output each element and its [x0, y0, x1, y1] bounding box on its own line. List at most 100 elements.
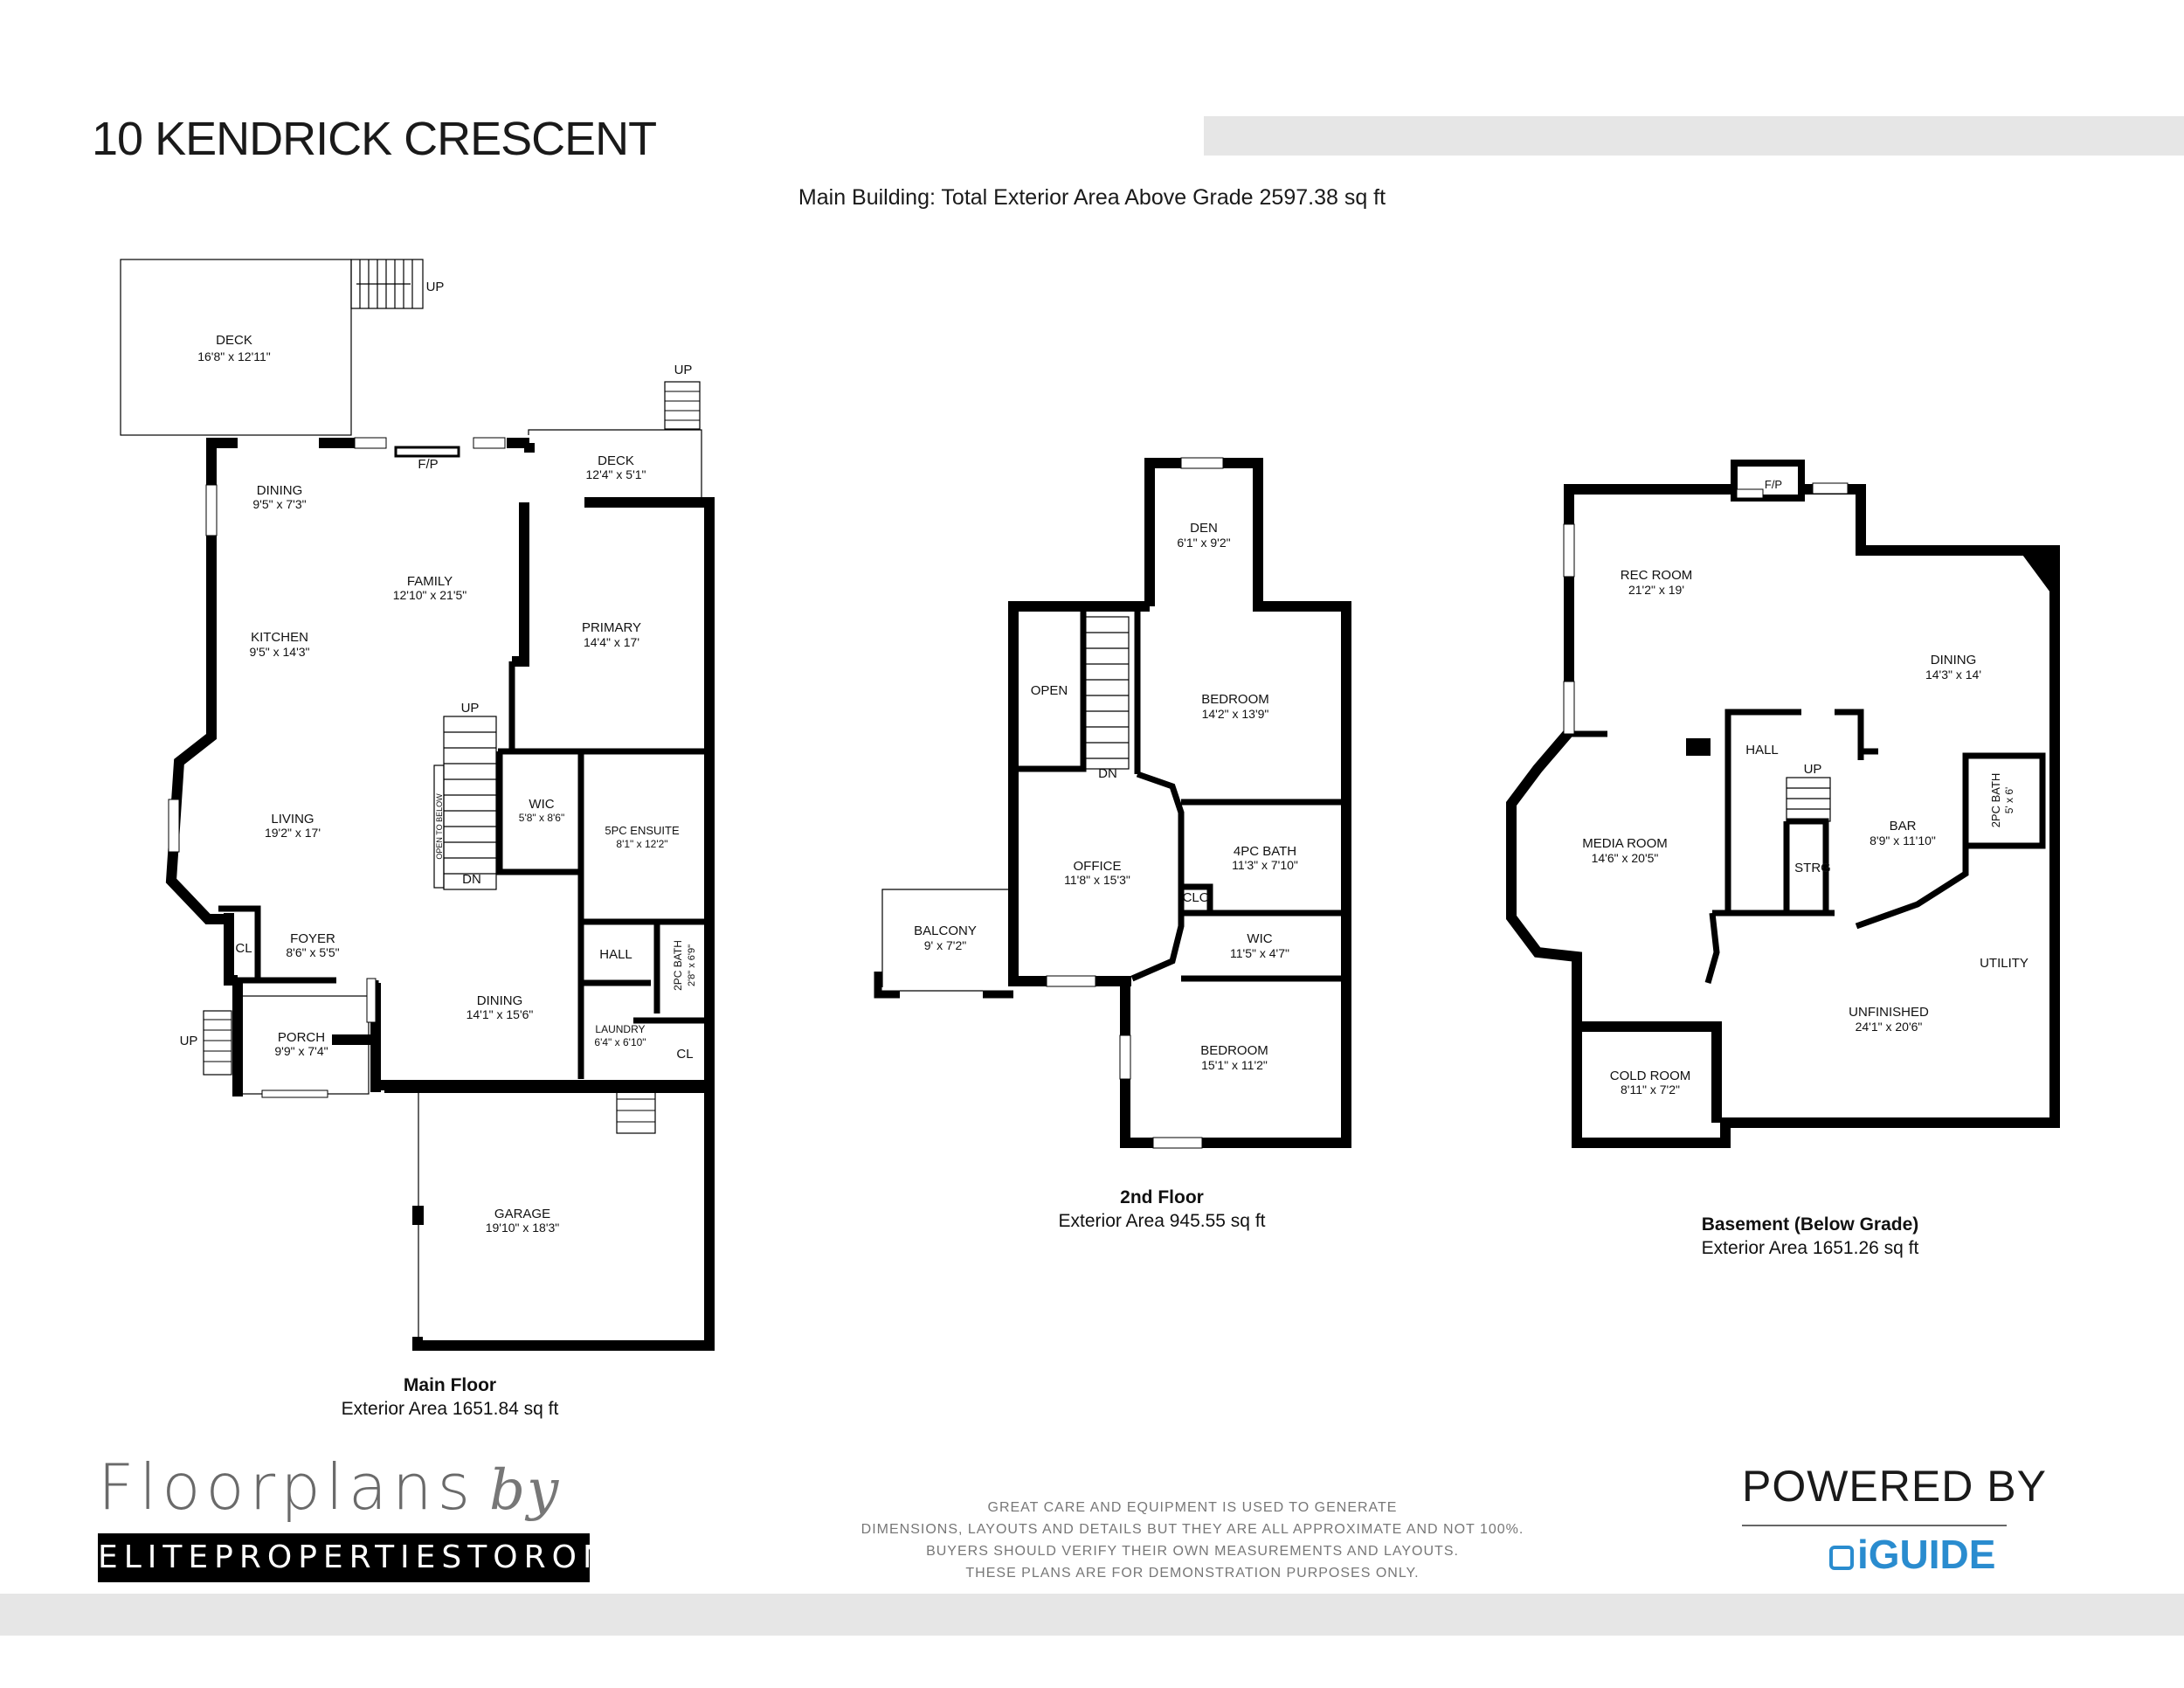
main-bath2-dim: 2'8" x 6'9" [687, 944, 697, 986]
iguide-logo: iGUIDE [1829, 1531, 1995, 1578]
main-cl2-name: CL [676, 1047, 693, 1062]
main-hall-name: HALL [599, 947, 632, 962]
main-porch-dim: 9'9" x 7'4" [274, 1044, 328, 1058]
main-foyer-name: FOYER [290, 931, 335, 946]
basement-cold-name: COLD ROOM [1610, 1069, 1691, 1083]
second-open-name: OPEN [1031, 683, 1068, 698]
page-title: 10 KENDRICK CRESCENT [92, 113, 657, 165]
main-floor-area: Exterior Area 1651.84 sq ft [342, 1399, 559, 1419]
main-dining1-name: DINING [257, 483, 303, 498]
disclaimer: GREAT CARE AND EQUIPMENT IS USED TO GENE… [786, 1497, 1599, 1584]
disclaimer-line: THESE PLANS ARE FOR DEMONSTRATION PURPOS… [965, 1566, 1420, 1581]
second-bath4-dim: 11'3" x 7'10" [1232, 858, 1298, 872]
second-bedroom2-dim: 15'1" x 11'2" [1201, 1058, 1268, 1072]
basement-rec-name: REC ROOM [1621, 568, 1693, 583]
total-area-subtitle: Main Building: Total Exterior Area Above… [798, 185, 1386, 210]
main-up-label-deck2: UP [674, 363, 693, 377]
basement-unfinished-dim: 24'1" x 20'6" [1856, 1020, 1923, 1034]
second-office-dim: 11'8" x 15'3" [1064, 873, 1130, 887]
main-family-dim: 12'10" x 21'5" [393, 588, 467, 602]
main-bath2-name: 2PC BATH [672, 940, 684, 991]
basement-hall-name: HALL [1745, 743, 1779, 758]
main-foyer-dim: 8'6" x 5'5" [286, 945, 339, 959]
disclaimer-line: DIMENSIONS, LAYOUTS AND DETAILS BUT THEY… [860, 1522, 1524, 1537]
main-primary-dim: 14'4" x 17' [584, 635, 639, 649]
basement-cold-dim: 8'11" x 7'2" [1621, 1083, 1680, 1097]
main-floor-caption: Main Floor [404, 1375, 496, 1395]
main-garage-name: GARAGE [494, 1207, 550, 1221]
footer-bar [0, 1594, 2184, 1636]
second-bedroom2-name: BEDROOM [1200, 1043, 1268, 1058]
header-bar [1204, 116, 2184, 156]
main-ensuite-dim: 8'1" x 12'2" [616, 838, 667, 850]
brand-script-text: Floorplans [98, 1450, 476, 1524]
second-floor-plan [874, 457, 1351, 1149]
brand-site-banner: ELITEPROPERTIESTORONTO.COM [98, 1533, 770, 1582]
basement-dining-dim: 14'3" x 14' [1925, 668, 1981, 681]
second-office-name: OFFICE [1074, 859, 1122, 874]
basement-utility-name: UTILITY [1980, 956, 2028, 971]
powered-by-label: POWERED BY [1742, 1462, 2047, 1511]
second-bedroom1-dim: 14'2" x 13'9" [1202, 707, 1269, 721]
second-balcony-dim: 9' x 7'2" [924, 938, 966, 952]
main-kitchen-name: KITCHEN [251, 630, 308, 645]
main-deck2-name: DECK [598, 453, 634, 468]
second-bedroom1-name: BEDROOM [1201, 692, 1269, 707]
second-balcony-name: BALCONY [914, 924, 977, 938]
powered-by-divider [1742, 1525, 2007, 1526]
main-living-dim: 19'2" x 17' [265, 826, 321, 840]
basement-bar-dim: 8'9" x 11'10" [1870, 834, 1936, 847]
second-bath4-name: 4PC BATH [1234, 844, 1296, 859]
main-laundry-dim: 6'4" x 6'10" [594, 1036, 646, 1048]
basement-bath2-dim: 5' x 6' [2003, 787, 2015, 814]
main-floor-plan [120, 259, 715, 1351]
main-kitchen-dim: 9'5" x 14'3" [250, 645, 310, 659]
disclaimer-line: GREAT CARE AND EQUIPMENT IS USED TO GENE… [987, 1500, 1398, 1515]
basement-area: Exterior Area 1651.26 sq ft [1702, 1238, 1919, 1258]
second-den-name: DEN [1190, 521, 1218, 536]
basement-dining-name: DINING [1931, 653, 1977, 668]
main-dining2-name: DINING [477, 993, 523, 1008]
main-up-label: UP [461, 701, 480, 716]
basement-bar-name: BAR [1890, 819, 1917, 834]
main-living-name: LIVING [271, 812, 314, 827]
main-family-name: FAMILY [407, 574, 453, 589]
basement-plan [1506, 460, 2060, 1148]
main-up-label-deck: UP [426, 280, 445, 294]
main-fp-label: F/P [418, 457, 438, 472]
basement-fp-label: F/P [1765, 478, 1782, 491]
second-floor-caption: 2nd Floor [1120, 1187, 1204, 1207]
basement-media-dim: 14'6" x 20'5" [1592, 851, 1659, 865]
main-wic-name: WIC [529, 797, 554, 812]
main-dn-label: DN [462, 872, 481, 887]
basement-unfinished-name: UNFINISHED [1849, 1005, 1929, 1020]
basement-strg-name: STRG [1794, 861, 1831, 875]
main-dining2-dim: 14'1" x 15'6" [467, 1007, 534, 1021]
main-wic-dim: 5'8" x 8'6" [519, 812, 564, 824]
disclaimer-line: BUYERS SHOULD VERIFY THEIR OWN MEASUREME… [926, 1544, 1459, 1559]
basement-up-label: UP [1804, 762, 1822, 777]
brand-by-text: by [489, 1458, 561, 1523]
main-deck1-name: DECK [216, 333, 252, 348]
main-ensuite-name: 5PC ENSUITE [605, 824, 680, 837]
main-open-to-below: OPEN TO BELOW [435, 793, 444, 860]
main-primary-name: PRIMARY [582, 620, 641, 635]
basement-media-name: MEDIA ROOM [1582, 836, 1668, 851]
main-cl1-name: CL [235, 941, 252, 956]
main-up-label-porch: UP [180, 1034, 198, 1048]
main-porch-name: PORCH [278, 1030, 325, 1045]
main-deck1-dim: 16'8" x 12'11" [197, 349, 271, 363]
basement-bath2-name: 2PC BATH [1989, 773, 2002, 828]
main-garage-dim: 19'10" x 18'3" [486, 1221, 560, 1235]
main-dining1-dim: 9'5" x 7'3" [252, 497, 306, 511]
iguide-text: iGUIDE [1857, 1532, 1996, 1577]
main-deck2-dim: 12'4" x 5'1" [586, 467, 646, 481]
second-wic-name: WIC [1247, 931, 1272, 946]
basement-rec-dim: 21'2" x 19' [1628, 583, 1684, 597]
second-floor-area: Exterior Area 945.55 sq ft [1059, 1211, 1266, 1231]
second-clo-name: CLO [1183, 890, 1210, 905]
second-dn-label: DN [1098, 766, 1117, 781]
basement-caption: Basement (Below Grade) [1702, 1214, 1919, 1235]
